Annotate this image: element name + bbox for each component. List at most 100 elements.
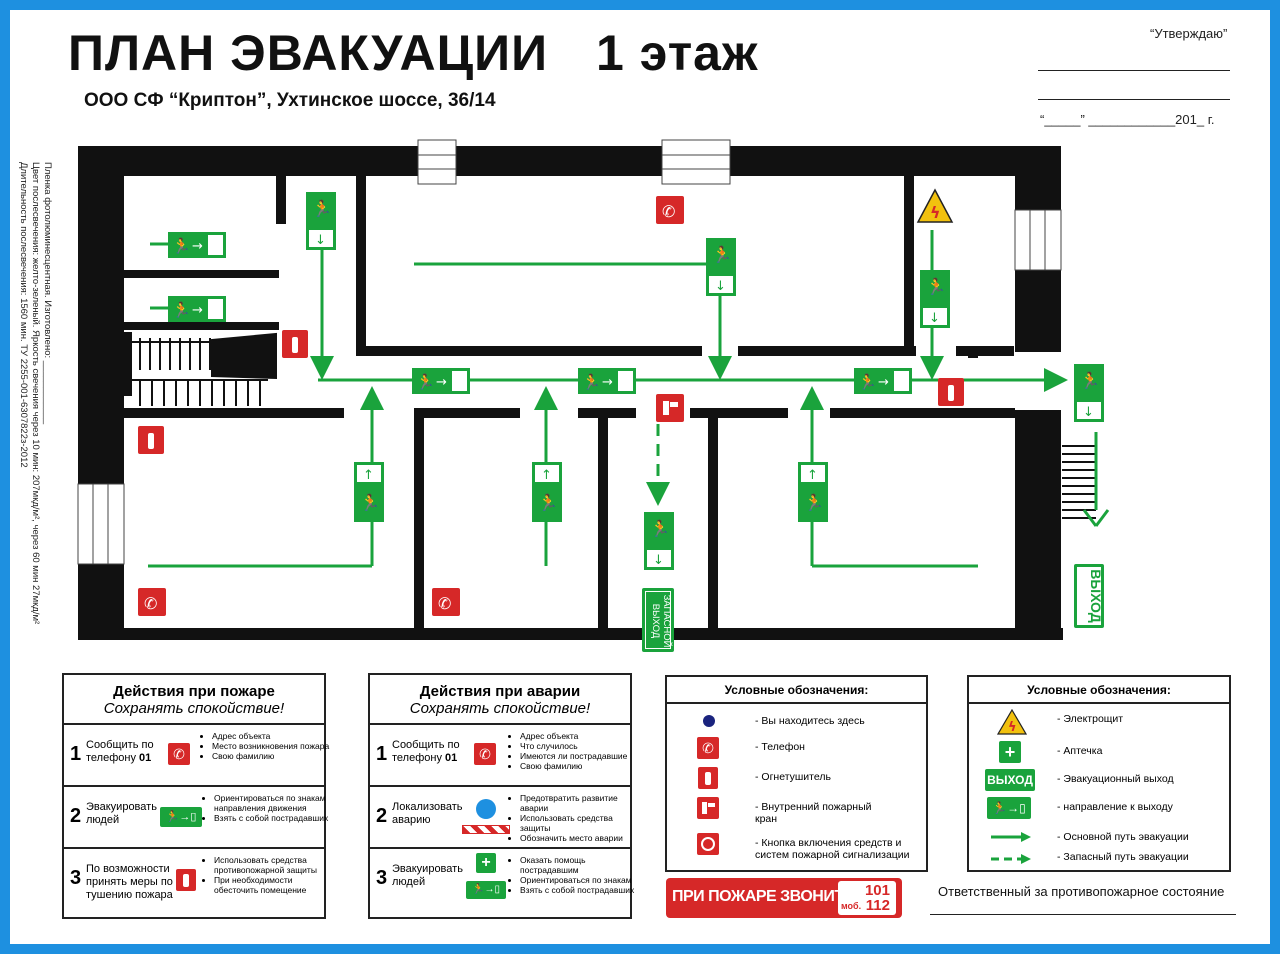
stairs-left bbox=[132, 332, 277, 406]
exit-direction-icon: 🏃→▯ bbox=[160, 807, 202, 827]
electric-panel-icon: ϟ bbox=[997, 709, 1027, 735]
approve-label: “Утверждаю” bbox=[1150, 26, 1228, 41]
alarm-button-icon bbox=[697, 833, 719, 855]
fire-step-3: 3 По возможности принять меры по тушению… bbox=[64, 849, 324, 909]
svg-text:↓: ↓ bbox=[653, 553, 664, 568]
svg-text:↑: ↑ bbox=[541, 468, 552, 483]
svg-text:🏃: 🏃 bbox=[538, 493, 558, 512]
fire-actions-subtitle: Сохранять спокойствие! bbox=[103, 700, 285, 717]
legend-box-1: Условные обозначения: - Вы находитесь зд… bbox=[665, 675, 928, 872]
svg-text:→: → bbox=[602, 375, 613, 390]
accident-actions-title: Действия при аварии bbox=[419, 683, 581, 700]
legend-reserve-route: - Запасный путь эвакуации bbox=[969, 851, 1229, 879]
accident-step-1: 1 Сообщить по телефону 01 ✆ Адрес объект… bbox=[370, 725, 630, 787]
phone-icon: ✆ bbox=[168, 743, 190, 765]
svg-text:→: → bbox=[192, 239, 203, 254]
signature-line-2 bbox=[1038, 99, 1230, 100]
svg-text:↓: ↓ bbox=[929, 311, 940, 326]
svg-text:🏃: 🏃 bbox=[1080, 371, 1100, 390]
reserve-exit-label: ЗАПАСНОЙ ВЫХОД bbox=[650, 594, 672, 648]
responsible-label: Ответственный за противопожарное состоян… bbox=[938, 884, 1225, 899]
date-line: “_____” ____________201_ г. bbox=[1040, 112, 1215, 127]
fire-step-1: 1 Сообщить по телефону 01 ✆ Адрес объект… bbox=[64, 725, 329, 787]
legend-2-title: Условные обозначения: bbox=[969, 677, 1229, 704]
svg-text:🏃: 🏃 bbox=[804, 493, 824, 512]
legend-main-route: - Основной путь эвакуации bbox=[969, 827, 1229, 855]
accident-step-2: 2 Локализовать аварию Предотвратить разв… bbox=[370, 787, 630, 849]
responsible-signature-line bbox=[930, 914, 1236, 915]
legend-fire-hydrant: - Внутренний пожарный кран bbox=[667, 797, 926, 825]
phone-icon: ✆ bbox=[474, 743, 496, 765]
svg-text:✆: ✆ bbox=[662, 202, 675, 221]
legend-you-are-here: - Вы находитесь здесь bbox=[667, 711, 926, 739]
svg-text:🏃: 🏃 bbox=[312, 199, 332, 218]
svg-text:→: → bbox=[878, 375, 889, 390]
phone-icon: ✆ bbox=[697, 737, 719, 759]
fire-actions-title: Действия при пожаре bbox=[113, 683, 275, 700]
mobile-number: 112 bbox=[865, 897, 890, 914]
svg-text:🏃: 🏃 bbox=[712, 245, 732, 264]
legend-first-aid: + - Аптечка bbox=[969, 741, 1229, 769]
legend-electric-panel: ϟ - Электрощит bbox=[969, 709, 1229, 737]
electric-panel-sign: ϟ bbox=[916, 188, 954, 223]
svg-text:🏃: 🏃 bbox=[416, 373, 435, 391]
reserve-route-arrow-icon bbox=[991, 854, 1031, 864]
first-aid-icon: + bbox=[476, 853, 496, 873]
protective-mask-icon bbox=[476, 799, 496, 819]
windows bbox=[77, 139, 1062, 565]
hazard-tape-icon bbox=[462, 825, 510, 834]
exit-direction-icon: 🏃→▯ bbox=[987, 797, 1031, 819]
svg-text:✆: ✆ bbox=[144, 594, 157, 613]
svg-text:🏃: 🏃 bbox=[172, 301, 191, 319]
fire-step-2: 2 Эвакуировать людей 🏃→▯ Ориентироваться… bbox=[64, 787, 328, 849]
main-exit-label: ВЫХОД bbox=[1088, 569, 1104, 623]
svg-text:🏃: 🏃 bbox=[650, 519, 670, 538]
fire-call-banner: ПРИ ПОЖАРЕ ЗВОНИТЬ 101 моб. 112 bbox=[666, 878, 902, 918]
svg-text:🏃: 🏃 bbox=[926, 277, 946, 296]
fire-number: 101 bbox=[864, 882, 890, 899]
reserve-exit-sign: ЗАПАСНОЙ ВЫХОД bbox=[642, 588, 674, 652]
accident-step-3: 3 Эвакуировать людей + 🏃→▯ Оказать помощ… bbox=[370, 849, 634, 909]
fire-hydrant-icon bbox=[697, 797, 719, 819]
svg-text:🏃: 🏃 bbox=[360, 493, 380, 512]
signature-line-1 bbox=[1038, 70, 1230, 71]
svg-text:🏃: 🏃 bbox=[172, 237, 191, 255]
exit-direction-icon: 🏃→▯ bbox=[466, 881, 506, 899]
exit-direction-signs: 🏃→ 🏃→ 🏃→ 🏃→ 🏃→ 🏃↓ 🏃↓ 🏃↓ 🏃↓ 🏃↓ ↑🏃 ↑🏃 ↑🏃 bbox=[168, 192, 1104, 570]
accident-actions-box: Действия при аварии Сохранять спокойстви… bbox=[368, 673, 634, 919]
svg-text:→: → bbox=[192, 303, 203, 318]
fire-call-numbers: 101 моб. 112 bbox=[838, 881, 896, 915]
svg-text:🏃: 🏃 bbox=[582, 373, 601, 391]
company-address: ООО СФ “Криптон”, Ухтинское шоссе, 36/14 bbox=[84, 90, 496, 111]
svg-text:↓: ↓ bbox=[715, 279, 726, 294]
svg-text:✆: ✆ bbox=[438, 594, 451, 613]
fire-call-text: ПРИ ПОЖАРЕ ЗВОНИТЬ bbox=[672, 888, 855, 905]
legend-extinguisher: - Огнетушитель bbox=[667, 767, 926, 795]
svg-text:→: → bbox=[436, 375, 447, 390]
main-exit-sign: ВЫХОД bbox=[1074, 564, 1104, 628]
extinguisher-icon bbox=[176, 869, 196, 891]
exit-sign-icon: ВЫХОД bbox=[985, 769, 1035, 791]
svg-text:ϟ: ϟ bbox=[1008, 720, 1017, 735]
fire-actions-box: Действия при пожаре Сохранять спокойстви… bbox=[62, 673, 329, 919]
svg-text:↑: ↑ bbox=[807, 468, 818, 483]
fire-equipment-signs: ✆ ✆ ✆ bbox=[138, 196, 964, 616]
first-aid-icon: + bbox=[999, 741, 1021, 763]
legend-phone: ✆ - Телефон bbox=[667, 737, 926, 765]
legend-1-title: Условные обозначения: bbox=[667, 677, 926, 704]
stairs-right bbox=[1062, 445, 1096, 519]
extinguisher-icon bbox=[698, 767, 718, 789]
svg-text:🏃: 🏃 bbox=[858, 373, 877, 391]
main-route-arrow-icon bbox=[991, 832, 1031, 842]
you-are-here-icon bbox=[703, 715, 715, 727]
floor-label: 1 этаж bbox=[596, 25, 759, 81]
legend-emergency-exit: ВЫХОД - Эвакуационный выход bbox=[969, 769, 1229, 797]
svg-text:↑: ↑ bbox=[363, 468, 374, 483]
accident-actions-subtitle: Сохранять спокойствие! bbox=[409, 700, 591, 717]
svg-text:↓: ↓ bbox=[315, 233, 326, 248]
svg-text:↓: ↓ bbox=[1083, 405, 1094, 420]
svg-text:ϟ: ϟ bbox=[930, 203, 941, 222]
legend-exit-direction: 🏃→▯ - направление к выходу bbox=[969, 797, 1229, 825]
